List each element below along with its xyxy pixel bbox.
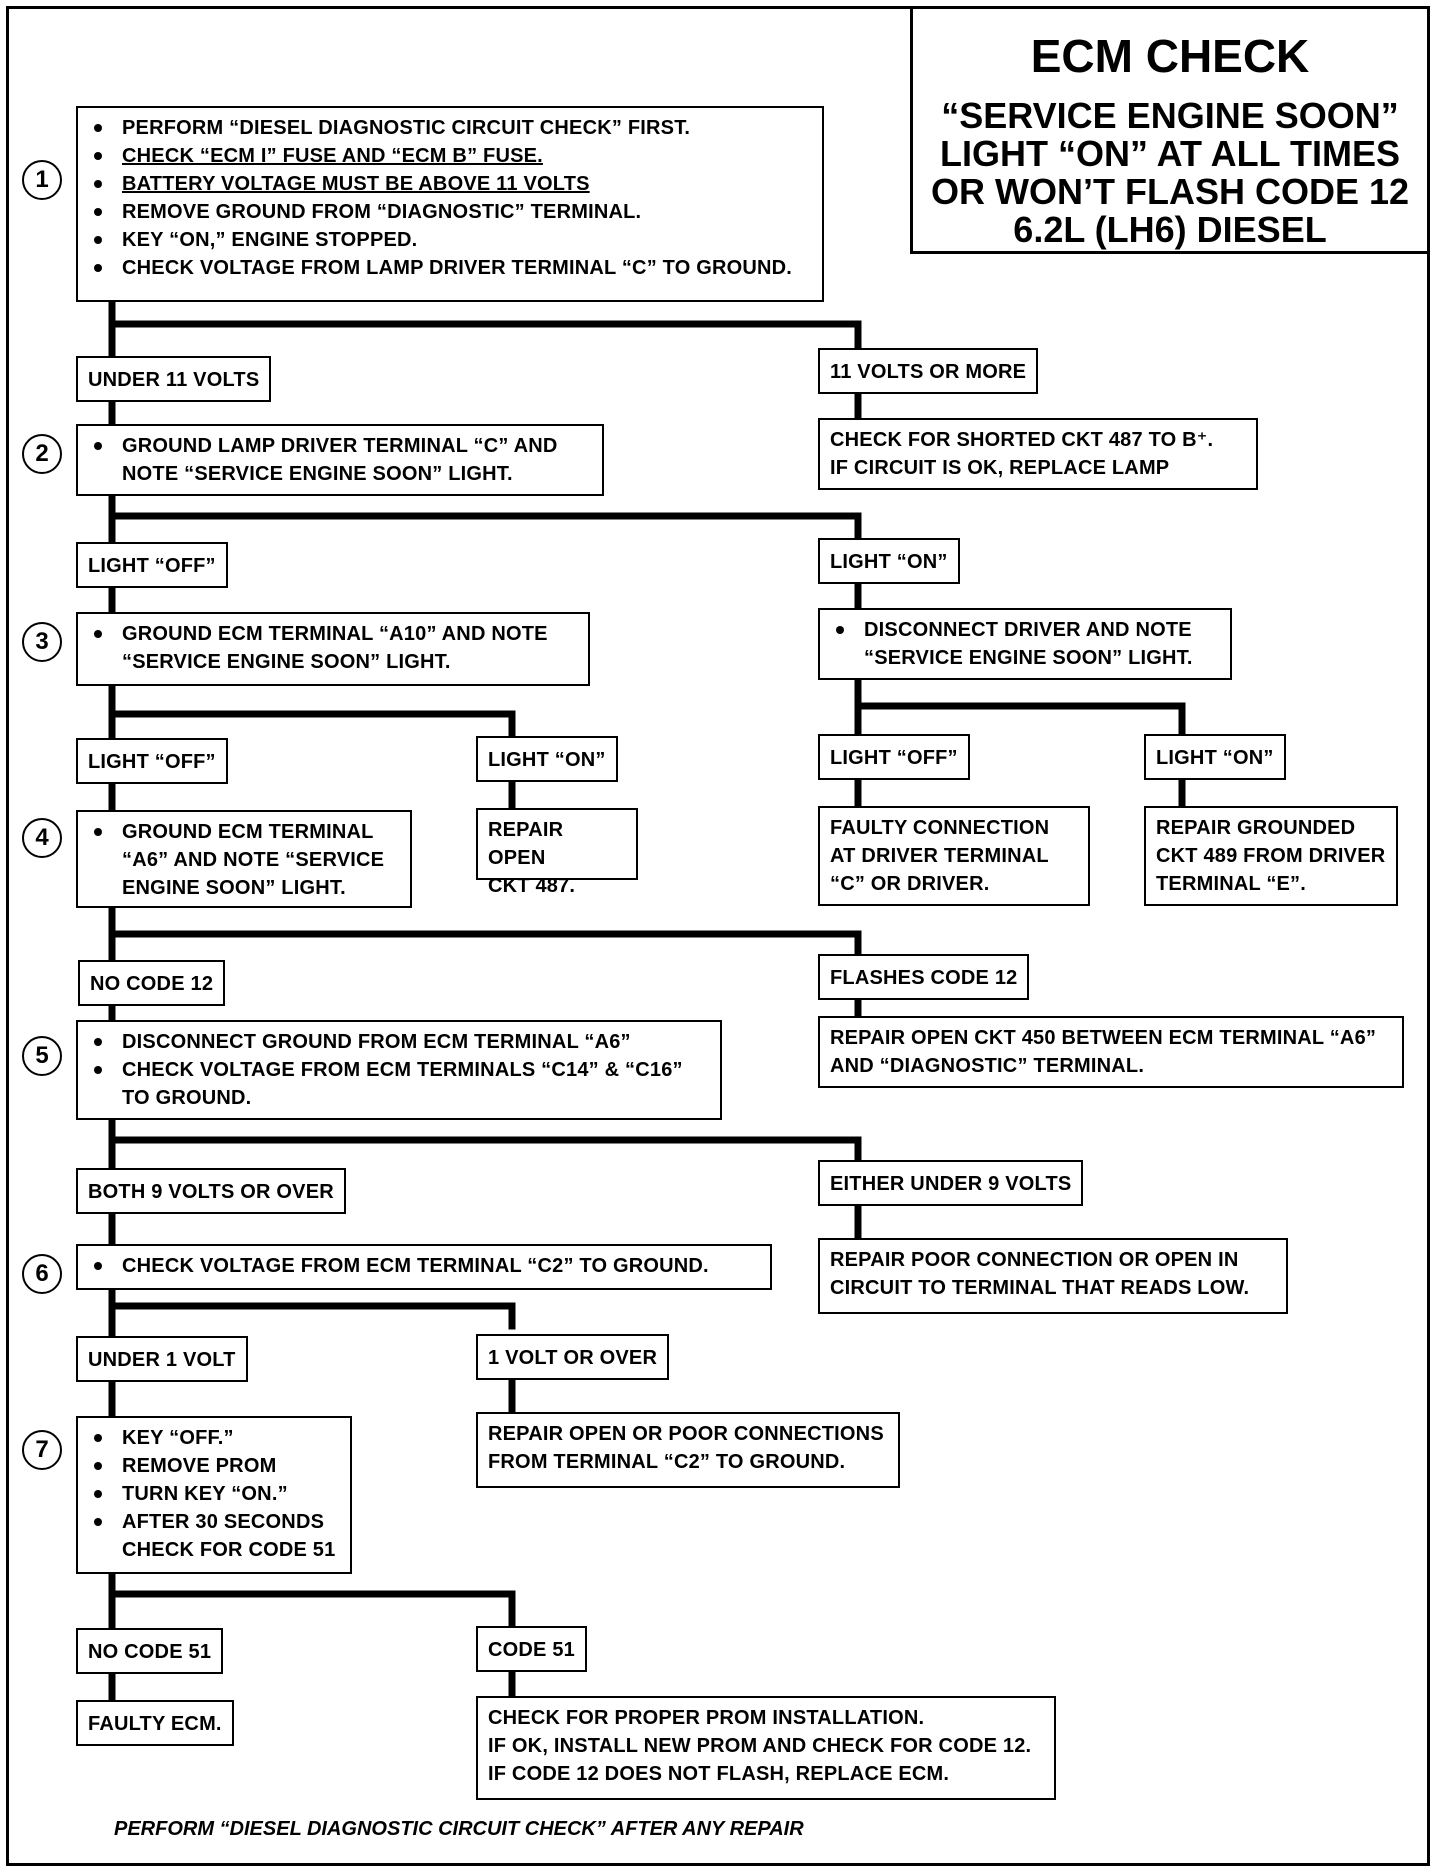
connector-step6 [108,1286,516,1338]
result-proper-prom: CHECK FOR PROPER PROM INSTALLATION. IF O… [476,1696,1056,1800]
label-step3-light-off: LIGHT “OFF” [76,738,228,784]
title-box: ECM CHECK “SERVICE ENGINE SOON” LIGHT “O… [910,6,1430,254]
connector-step7 [108,1570,516,1632]
label-flashes-code-12: FLASHES CODE 12 [818,954,1030,1000]
step-5-item: CHECK VOLTAGE FROM ECM TERMINALS “C14” &… [88,1056,710,1112]
step-5-box: DISCONNECT GROUND FROM ECM TERMINAL “A6”… [76,1020,722,1120]
result-faulty-connection: FAULTY CONNECTION AT DRIVER TERMINAL “C”… [818,806,1090,906]
driver-step-box: DISCONNECT DRIVER AND NOTE “SERVICE ENGI… [818,608,1232,680]
step-2-item: GROUND LAMP DRIVER TERMINAL “C” AND NOTE… [88,432,592,488]
step-number-2: 2 [22,434,62,474]
step-1-item: REMOVE GROUND FROM “DIAGNOSTIC” TERMINAL… [88,198,812,226]
step-1-item: CHECK VOLTAGE FROM LAMP DRIVER TERMINAL … [88,254,812,282]
label-both-9-volts-or-over: BOTH 9 VOLTS OR OVER [76,1168,346,1214]
step-1-item: PERFORM “DIESEL DIAGNOSTIC CIRCUIT CHECK… [88,114,812,142]
step-6-item: CHECK VOLTAGE FROM ECM TERMINAL “C2” TO … [88,1252,760,1280]
driver-step-item: DISCONNECT DRIVER AND NOTE “SERVICE ENGI… [830,616,1220,672]
step-3-box: GROUND ECM TERMINAL “A10” AND NOTE “SERV… [76,612,590,686]
step-1-item: CHECK “ECM I” FUSE AND “ECM B” FUSE. [88,142,812,170]
step-1-item: BATTERY VOLTAGE MUST BE ABOVE 11 VOLTS [88,170,812,198]
step-7-item: REMOVE PROM [88,1452,340,1480]
footer-note: PERFORM “DIESEL DIAGNOSTIC CIRCUIT CHECK… [114,1818,804,1840]
result-repair-open-ckt-450: REPAIR OPEN CKT 450 BETWEEN ECM TERMINAL… [818,1016,1404,1088]
step-1-item: KEY “ON,” ENGINE STOPPED. [88,226,812,254]
result-shorted-ckt-487: CHECK FOR SHORTED CKT 487 TO B⁺. IF CIRC… [818,418,1258,490]
result-repair-open-ckt-487: REPAIR OPEN CKT 487. [476,808,638,897]
step-2-box: GROUND LAMP DRIVER TERMINAL “C” AND NOTE… [76,424,604,496]
step-number-7: 7 [22,1430,62,1470]
connector-step5 [108,1116,862,1174]
step-4-box: GROUND ECM TERMINAL “A6” AND NOTE “SERVI… [76,810,412,908]
label-no-code-12: NO CODE 12 [78,960,226,1006]
label-step3-light-on: LIGHT “ON” [476,736,618,782]
result-repair-grounded-ckt-489: REPAIR GROUNDED CKT 489 FROM DRIVER TERM… [1144,806,1398,906]
step-6-box: CHECK VOLTAGE FROM ECM TERMINAL “C2” TO … [76,1244,772,1290]
connector-step2 [108,492,862,548]
connector-driver-step [854,676,1186,742]
page-subtitle: “SERVICE ENGINE SOON” LIGHT “ON” AT ALL … [930,95,1410,250]
page-title: ECM CHECK [1030,30,1310,82]
step-7-item: KEY “OFF.” [88,1424,340,1452]
label-under-11-volts: UNDER 11 VOLTS [76,356,272,402]
step-4-item: GROUND ECM TERMINAL “A6” AND NOTE “SERVI… [88,818,400,902]
label-under-1-volt: UNDER 1 VOLT [76,1336,248,1382]
step-7-box: KEY “OFF.” REMOVE PROM TURN KEY “ON.” AF… [76,1416,352,1574]
step-number-6: 6 [22,1254,62,1294]
label-driver-light-off: LIGHT “OFF” [818,734,970,780]
connector-step4 [108,904,862,966]
connector-step1 [108,298,862,360]
step-7-item: TURN KEY “ON.” [88,1480,340,1508]
result-repair-poor-connection: REPAIR POOR CONNECTION OR OPEN IN CIRCUI… [818,1238,1288,1314]
label-11-volts-or-more: 11 VOLTS OR MORE [818,348,1039,394]
page-frame [6,6,1430,1866]
step-number-5: 5 [22,1036,62,1076]
label-code-51: CODE 51 [476,1626,587,1672]
label-1-volt-or-over: 1 VOLT OR OVER [476,1334,670,1380]
step-7-item: AFTER 30 SECONDS CHECK FOR CODE 51 [88,1508,340,1564]
label-step2-light-on: LIGHT “ON” [818,538,960,584]
step-3-item: GROUND ECM TERMINAL “A10” AND NOTE “SERV… [88,620,578,676]
label-step2-light-off: LIGHT “OFF” [76,542,228,588]
result-repair-open-c2: REPAIR OPEN OR POOR CONNECTIONS FROM TER… [476,1412,900,1488]
label-no-code-51: NO CODE 51 [76,1628,224,1674]
connector-step3 [108,682,516,744]
step-number-1: 1 [22,160,62,200]
step-number-4: 4 [22,818,62,858]
step-1-box: PERFORM “DIESEL DIAGNOSTIC CIRCUIT CHECK… [76,106,824,302]
step-5-item: DISCONNECT GROUND FROM ECM TERMINAL “A6” [88,1028,710,1056]
step-number-3: 3 [22,622,62,662]
label-either-under-9-volts: EITHER UNDER 9 VOLTS [818,1160,1084,1206]
result-faulty-ecm: FAULTY ECM. [76,1700,234,1746]
label-driver-light-on: LIGHT “ON” [1144,734,1286,780]
